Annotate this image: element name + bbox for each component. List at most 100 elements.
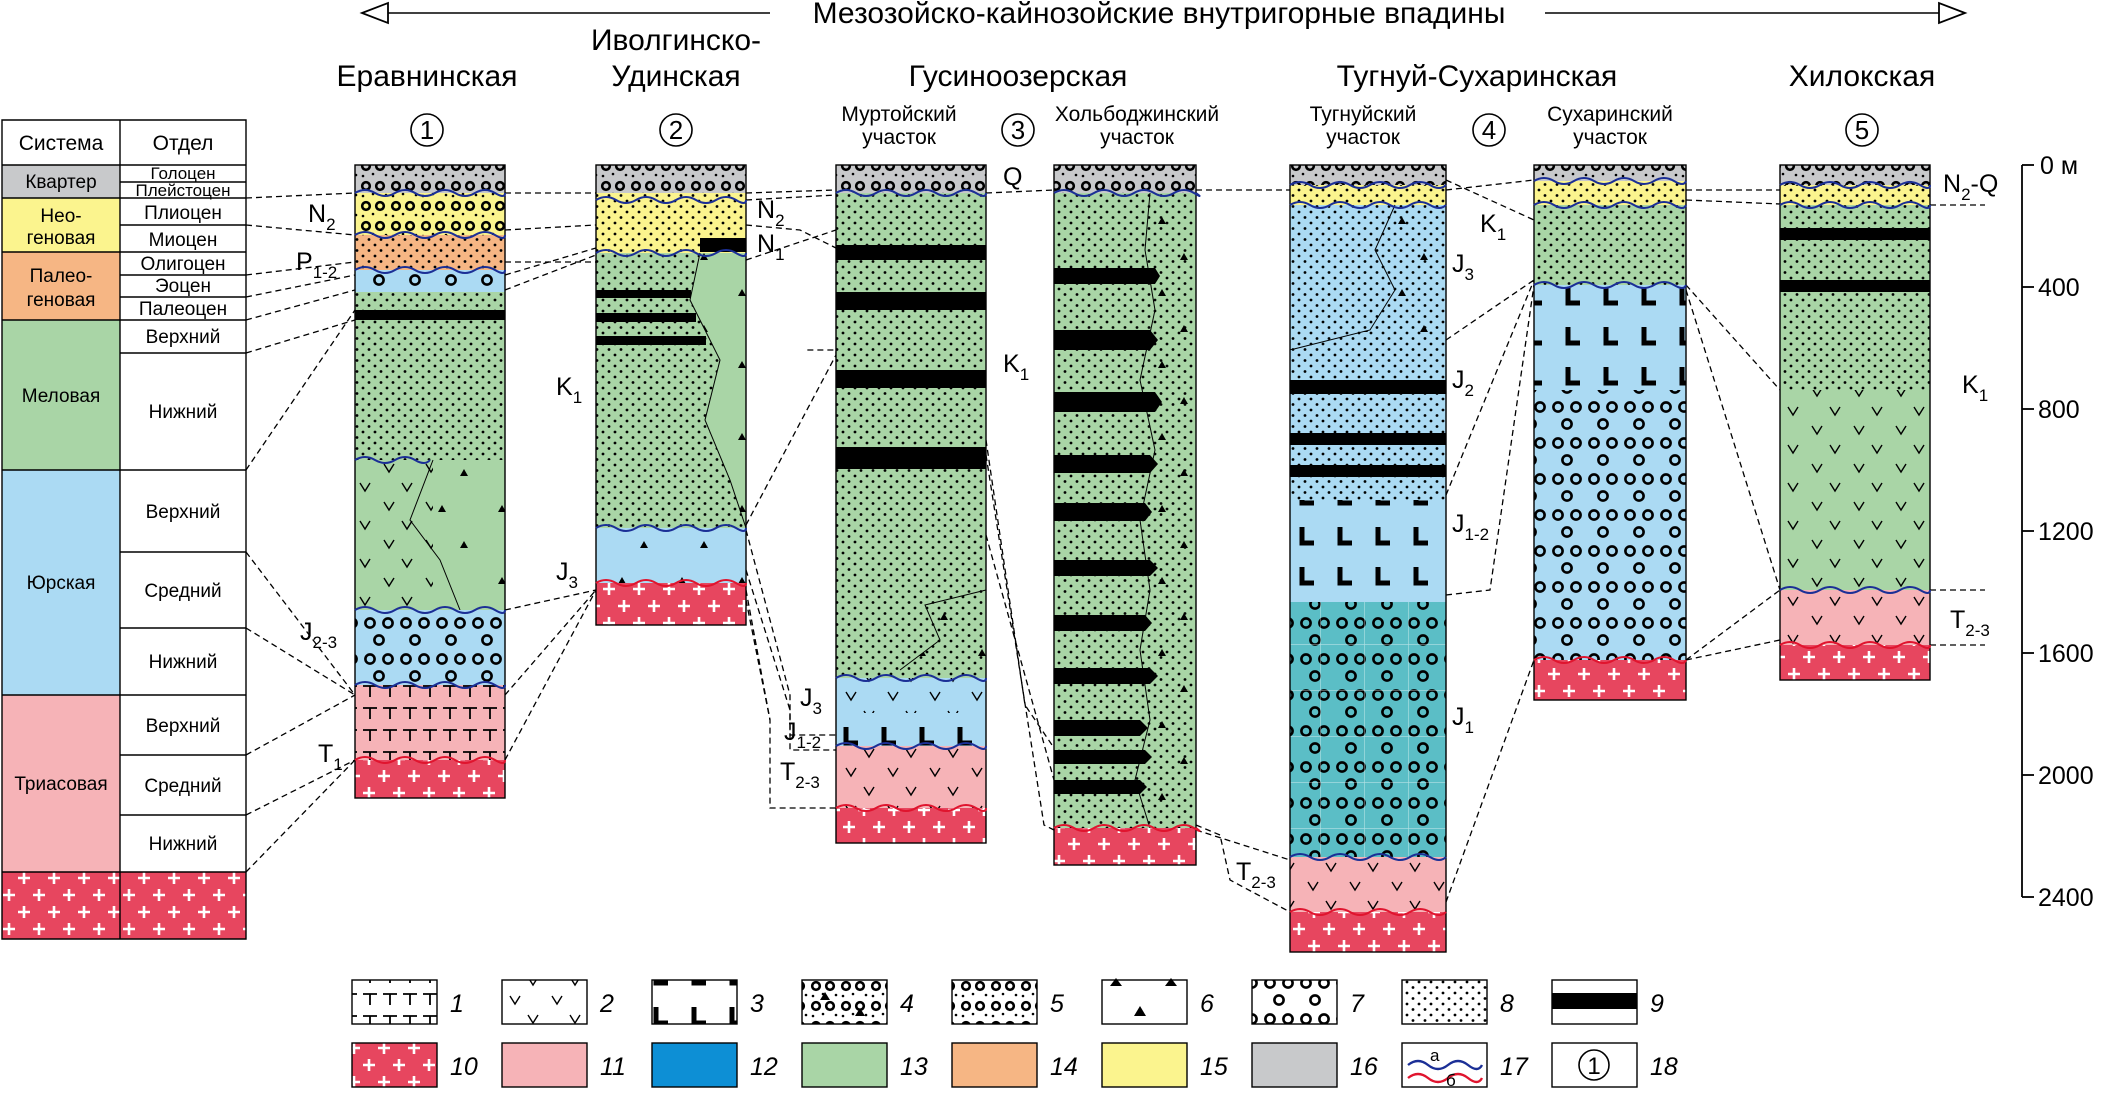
col-header-series: Отдел bbox=[153, 132, 214, 155]
arrow-right-icon bbox=[1938, 1, 1968, 25]
legend-item-4: 4 bbox=[801, 979, 914, 1025]
age-label-k1-col5: K1 bbox=[1480, 210, 1506, 244]
age-labels: N2 P1-2 J2-3 T1 K1 N2 N1 J3 Q K1 J3 J1-2… bbox=[296, 163, 1998, 892]
subarea-sukharin-l1: Сухаринский bbox=[1547, 103, 1673, 126]
age-label-j12-col3: J1-2 bbox=[784, 718, 821, 752]
basin-title-2-line1: Иволгинско- bbox=[591, 24, 761, 57]
column-1-yeravna bbox=[354, 164, 506, 799]
system-quaternary: Квартер bbox=[25, 172, 96, 193]
basin-title-4: Тугнуй-Сухаринская bbox=[1337, 60, 1618, 93]
svg-text:13: 13 bbox=[900, 1053, 928, 1081]
legend-item-2: 2 bbox=[501, 979, 614, 1025]
svg-text:5: 5 bbox=[1855, 115, 1869, 145]
basin-titles: Еравнинская Иволгинско- Удинская Гусиноо… bbox=[337, 24, 1936, 149]
arrow-left-icon bbox=[359, 1, 389, 25]
age-label-p12-col1: P1-2 bbox=[296, 248, 337, 282]
svg-text:1: 1 bbox=[420, 115, 434, 145]
system-jurassic: Юрская bbox=[27, 573, 96, 594]
system-paleogene-l1: Палео- bbox=[30, 266, 93, 287]
diagram-title: Мезозойско-кайнозойские внутригорные впа… bbox=[813, 0, 1506, 30]
basin-number-2: 2 bbox=[659, 113, 693, 147]
subarea-kholbodzhin-l2: участок bbox=[1100, 126, 1175, 149]
legend-circle-icon bbox=[1578, 1049, 1610, 1081]
series-cretaceous-upper: Верхний bbox=[146, 327, 221, 348]
age-label-k1-col7: K1 bbox=[1962, 371, 1988, 405]
legend-item-7: 7 bbox=[1251, 979, 1365, 1025]
system-triassic: Триасовая bbox=[14, 774, 107, 795]
svg-text:14: 14 bbox=[1050, 1053, 1078, 1081]
legend-item-18: 1 18 bbox=[1551, 1042, 1678, 1088]
series-jurassic-middle: Средний bbox=[144, 581, 221, 602]
legend-item-17: а б 17 bbox=[1401, 1042, 1529, 1090]
age-label-j3-col2: J3 bbox=[556, 558, 578, 592]
age-label-t23-col4: T2-3 bbox=[1236, 858, 1276, 892]
stratigraphic-scale-table: Система Отдел Квартер Нео- геновая Палео… bbox=[1, 119, 247, 940]
legend-item-6: 6 bbox=[1101, 978, 1214, 1025]
series-triassic-middle: Средний bbox=[144, 776, 221, 797]
column-5-tugnuy bbox=[1289, 164, 1447, 953]
svg-text:12: 12 bbox=[750, 1053, 778, 1081]
svg-text:1: 1 bbox=[450, 990, 464, 1018]
age-label-q-col3: Q bbox=[1003, 163, 1022, 191]
age-label-j2-col5: J2 bbox=[1452, 366, 1474, 400]
depth-tick-label: 400 bbox=[2038, 274, 2080, 302]
legend-item-8: 8 bbox=[1401, 979, 1514, 1025]
svg-text:16: 16 bbox=[1350, 1053, 1378, 1081]
age-label-k1-col2: K1 bbox=[556, 373, 582, 407]
svg-text:5: 5 bbox=[1050, 990, 1064, 1018]
subarea-sukharin-l2: участок bbox=[1573, 126, 1648, 149]
svg-text:18: 18 bbox=[1650, 1053, 1678, 1081]
depth-tick-label: 2400 bbox=[2038, 884, 2094, 912]
age-label-t23-col3: T2-3 bbox=[780, 758, 820, 792]
age-label-t23-col7: T2-3 bbox=[1950, 606, 1990, 640]
age-label-j12-col5: J1-2 bbox=[1452, 510, 1489, 544]
svg-text:4: 4 bbox=[900, 990, 914, 1018]
basin-number-4: 4 bbox=[1472, 113, 1506, 147]
column-3-murtoy bbox=[835, 164, 987, 844]
svg-text:10: 10 bbox=[450, 1053, 478, 1081]
series-holocene: Голоцен bbox=[150, 164, 215, 183]
column-4-kholbodzhin bbox=[1053, 164, 1201, 866]
system-neogene-l1: Нео- bbox=[40, 206, 81, 227]
series-pliocene: Плиоцен bbox=[144, 203, 222, 224]
age-label-n1-col2: N1 bbox=[757, 230, 785, 264]
system-neogene-l2: геновая bbox=[27, 228, 96, 249]
legend-item-15: 15 bbox=[1101, 1042, 1228, 1088]
basin-number-1: 1 bbox=[410, 113, 444, 147]
age-label-j1-col5: J1 bbox=[1452, 703, 1474, 737]
age-label-t1-col1: T1 bbox=[318, 740, 343, 774]
basin-title-5: Хилокская bbox=[1789, 60, 1935, 93]
subarea-murtoy-l1: Муртойский bbox=[841, 103, 956, 126]
column-7-khilok bbox=[1779, 164, 1931, 681]
legend-item-13: 13 bbox=[801, 1042, 928, 1088]
svg-text:а: а bbox=[1430, 1046, 1440, 1065]
column-2-ivolga-uda bbox=[595, 164, 747, 626]
age-label-n2-col2: N2 bbox=[757, 196, 785, 230]
legend-item-5: 5 bbox=[951, 979, 1064, 1025]
legend-item-11: 11 bbox=[501, 1042, 626, 1088]
legend-item-9: 9 bbox=[1551, 979, 1664, 1025]
age-label-j23-col1: J2-3 bbox=[300, 618, 337, 652]
basin-title-2-line2: Удинская bbox=[611, 60, 740, 93]
age-label-n2q-col7: N2-Q bbox=[1943, 170, 1998, 204]
system-cretaceous: Меловая bbox=[22, 386, 101, 407]
svg-text:7: 7 bbox=[1350, 990, 1365, 1018]
series-cretaceous-lower: Нижний bbox=[149, 402, 218, 423]
age-label-j3-col5: J3 bbox=[1452, 250, 1474, 284]
col-header-system: Система bbox=[19, 132, 104, 155]
depth-tick-label: 0 м bbox=[2040, 152, 2078, 180]
legend-item-3: 3 bbox=[651, 979, 764, 1025]
age-label-k1-col3: K1 bbox=[1003, 350, 1029, 384]
age-label-j3-col3: J3 bbox=[800, 684, 822, 718]
depth-tick-label: 1600 bbox=[2038, 640, 2094, 668]
svg-text:9: 9 bbox=[1650, 990, 1664, 1018]
series-eocene: Эоцен bbox=[155, 276, 211, 297]
svg-text:3: 3 bbox=[1011, 115, 1025, 145]
svg-text:15: 15 bbox=[1200, 1053, 1228, 1081]
svg-text:б: б bbox=[1446, 1071, 1456, 1090]
series-paleocene: Палеоцен bbox=[139, 299, 227, 320]
subarea-tugnuy-l2: участок bbox=[1326, 126, 1401, 149]
series-miocene: Миоцен bbox=[149, 230, 218, 251]
series-jurassic-upper: Верхний bbox=[146, 502, 221, 523]
legend-item-10: 10 bbox=[351, 1042, 478, 1088]
